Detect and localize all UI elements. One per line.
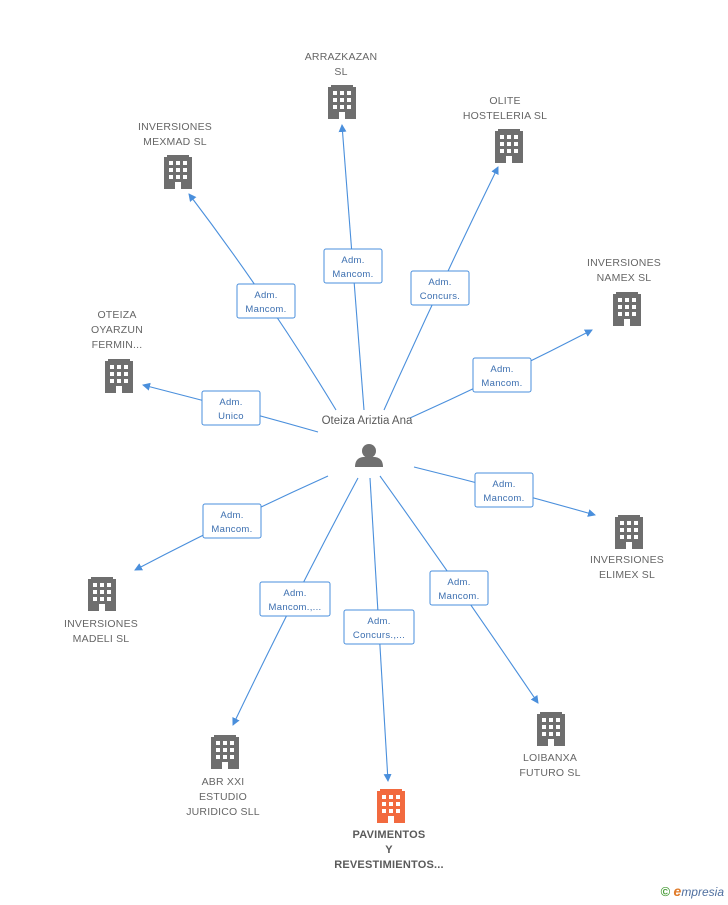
company-label-line: HOSTELERIA SL: [463, 110, 547, 122]
company-label-line: Y: [385, 844, 393, 856]
role-label-box[interactable]: [410, 270, 470, 306]
edge-abr: Adm. Mancom.,...: [232, 477, 359, 726]
role-label-text: Adm.: [447, 577, 470, 588]
edge-oteiza: Adm. Unico: [142, 382, 319, 433]
company-node-madeli[interactable]: INVERSIONES MADELI SL: [64, 577, 138, 645]
company-node-arrazkazan[interactable]: ARRAZKAZAN SL: [305, 51, 378, 119]
company-label-line: FUTURO SL: [519, 767, 580, 779]
company-label-line: FERMIN...: [92, 339, 143, 351]
role-label-text: Unico: [218, 411, 244, 422]
company-node-loibanxa[interactable]: LOIBANXA FUTURO SL: [519, 712, 580, 779]
edge-arrazkazan: Adm. Mancom.: [323, 124, 383, 411]
edge-mexmad: Adm. Mancom.: [188, 193, 337, 411]
role-label-text: Adm.: [283, 588, 306, 599]
role-label-text: Mancom.: [483, 493, 524, 504]
building-icon: [495, 129, 523, 163]
building-icon: [377, 789, 405, 823]
role-label-text: Mancom.: [438, 591, 479, 602]
building-icon: [613, 292, 641, 326]
role-label-box[interactable]: [201, 390, 261, 426]
company-node-mexmad[interactable]: INVERSIONES MEXMAD SL: [138, 121, 212, 189]
company-node-elimex[interactable]: INVERSIONES ELIMEX SL: [590, 515, 664, 581]
building-icon: [105, 359, 133, 393]
role-label-box[interactable]: [323, 248, 383, 284]
role-label-text: Adm.: [428, 277, 451, 288]
edge-elimex: Adm. Mancom.: [413, 466, 596, 517]
person-icon: [355, 444, 383, 467]
company-label-line: JURIDICO SLL: [186, 806, 260, 818]
company-label-line: OYARZUN: [91, 324, 143, 336]
role-label-box[interactable]: [202, 503, 262, 539]
company-label-line: LOIBANXA: [523, 752, 577, 764]
role-label-text: Mancom.: [245, 304, 286, 315]
role-label-text: Adm.: [367, 616, 390, 627]
brand-name: mpresia: [681, 885, 724, 899]
edge-olite: Adm. Concurs.: [383, 166, 499, 411]
role-label-text: Adm.: [254, 290, 277, 301]
building-icon: [164, 155, 192, 189]
edge-loibanxa: Adm. Mancom.: [379, 475, 539, 704]
company-node-pavimentos[interactable]: PAVIMENTOS Y REVESTIMIENTOS...: [334, 789, 444, 871]
center-node[interactable]: Oteiza Ariztia Ana: [322, 415, 413, 467]
edges-layer: Adm. Mancom. Adm. Concurs. Adm. Mancom. Adm. Ma…: [134, 124, 596, 782]
edge-pavimentos: Adm. Concurs.,...: [343, 477, 415, 782]
company-label-line: NAMEX SL: [597, 272, 652, 284]
role-label-text: Adm.: [219, 397, 242, 408]
role-label-text: Concurs.,...: [353, 630, 405, 641]
building-icon: [615, 515, 643, 549]
nodes-layer: ARRAZKAZAN SL OLITE HOSTELERIA SL INVERSIONE…: [64, 51, 664, 871]
company-label-line: ELIMEX SL: [599, 569, 655, 581]
company-label-line: ABR XXI: [202, 776, 245, 788]
building-icon: [537, 712, 565, 746]
building-icon: [328, 85, 356, 119]
brand-initial: e: [673, 883, 682, 899]
role-label-text: Adm.: [220, 510, 243, 521]
brand-footer[interactable]: © empresia: [661, 883, 724, 899]
building-icon: [211, 735, 239, 769]
company-node-namex[interactable]: INVERSIONES NAMEX SL: [587, 257, 661, 326]
company-label-line: PAVIMENTOS: [353, 829, 426, 841]
role-label-box[interactable]: [429, 570, 489, 606]
role-label-text: Adm.: [341, 255, 364, 266]
role-label-text: Mancom.: [211, 524, 252, 535]
company-label-line: INVERSIONES: [587, 257, 661, 269]
role-label-box[interactable]: [472, 357, 532, 393]
role-label-text: Mancom.: [332, 269, 373, 280]
company-label-line: INVERSIONES: [138, 121, 212, 133]
company-label-line: INVERSIONES: [64, 618, 138, 630]
company-label-line: MEXMAD SL: [143, 136, 207, 148]
company-label-line: INVERSIONES: [590, 554, 664, 566]
company-label-line: MADELI SL: [73, 633, 130, 645]
company-label-line: SL: [334, 66, 347, 78]
role-label-box[interactable]: [474, 472, 534, 508]
company-label-line: OLITE: [489, 95, 520, 107]
edge-madeli: Adm. Mancom.: [134, 475, 329, 571]
role-label-box[interactable]: [343, 609, 415, 645]
company-label-line: REVESTIMIENTOS...: [334, 859, 444, 871]
role-label-box[interactable]: [236, 283, 296, 319]
copyright-icon: ©: [660, 884, 671, 899]
role-label-text: Concurs.: [420, 291, 460, 302]
company-label-line: ARRAZKAZAN: [305, 51, 378, 63]
building-icon: [88, 577, 116, 611]
role-label-box[interactable]: [259, 581, 331, 617]
role-label-text: Adm.: [492, 479, 515, 490]
center-label: Oteiza Ariztia Ana: [322, 415, 413, 427]
role-label-text: Mancom.,...: [269, 602, 322, 613]
company-label-line: OTEIZA: [97, 309, 136, 321]
role-label-text: Mancom.: [481, 378, 522, 389]
company-label-line: ESTUDIO: [199, 791, 247, 803]
company-node-abr[interactable]: ABR XXI ESTUDIO JURIDICO SLL: [186, 735, 260, 818]
edge-namex: Adm. Mancom.: [409, 329, 593, 419]
role-label-text: Adm.: [490, 364, 513, 375]
company-node-oteiza[interactable]: OTEIZA OYARZUN FERMIN...: [91, 309, 143, 393]
company-node-olite[interactable]: OLITE HOSTELERIA SL: [463, 95, 547, 163]
